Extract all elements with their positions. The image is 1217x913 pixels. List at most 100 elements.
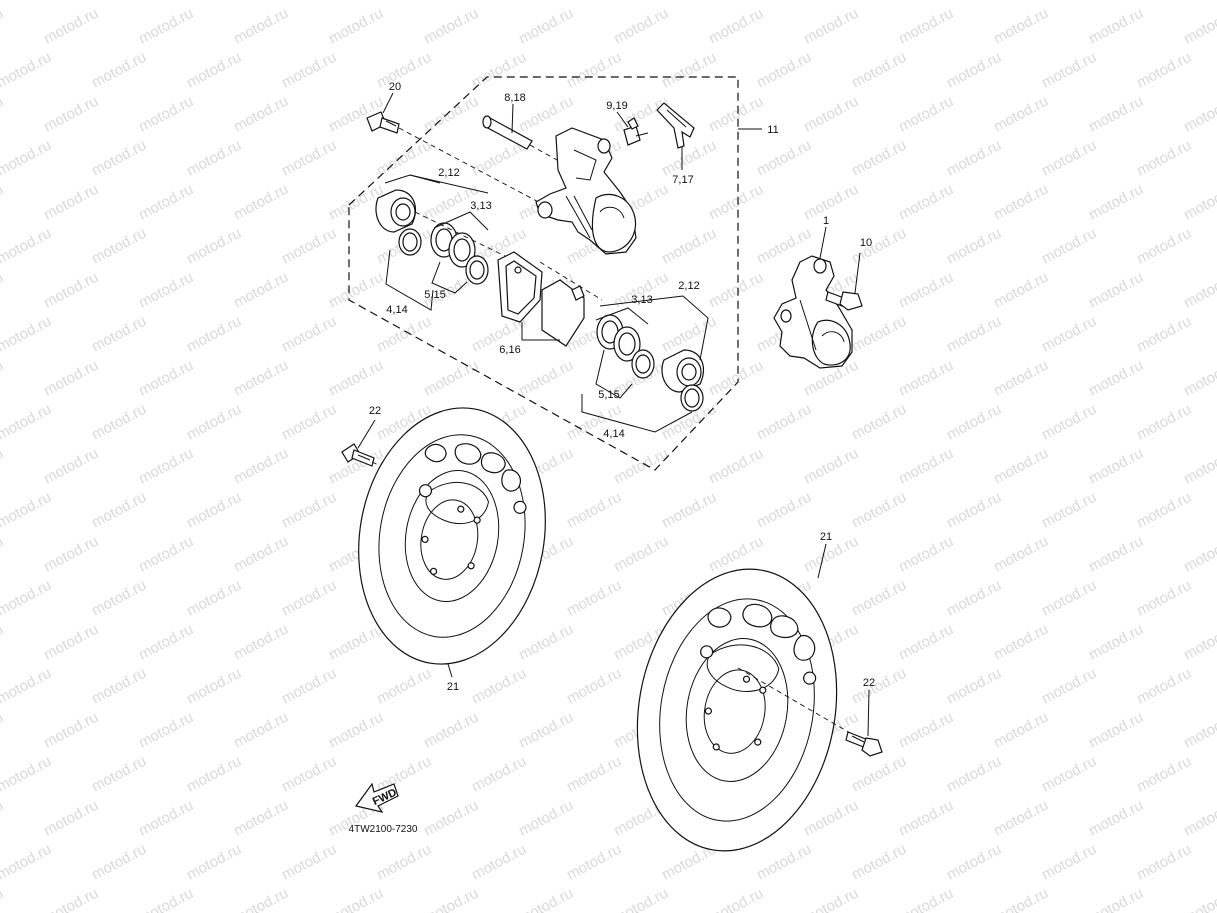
watermark-text: motod.ru <box>706 181 766 224</box>
callout-11: 11 <box>767 124 778 136</box>
watermark-text: motod.ru <box>1086 269 1146 312</box>
fwd-arrow-icon <box>354 782 399 813</box>
watermark-text: motod.ru <box>991 5 1051 48</box>
callout-5-15-left: 5,15 <box>424 289 445 301</box>
diagram-part-code: 4TW2100-7230 <box>349 824 418 835</box>
callout-22-upper: 22 <box>369 405 381 417</box>
watermark-text: motod.ru <box>469 841 529 884</box>
watermark-text: motod.ru <box>41 93 101 136</box>
watermark-text: motod.ru <box>136 621 196 664</box>
watermark-text: motod.ru <box>421 93 481 136</box>
caliper-body <box>535 127 637 255</box>
watermark-text: motod.ru <box>896 5 956 48</box>
watermark-text: motod.ru <box>1181 797 1217 840</box>
watermark-text: motod.ru <box>89 49 149 92</box>
watermark-text: motod.ru <box>1086 93 1146 136</box>
leader-21-left <box>447 663 453 678</box>
watermark-text: motod.ru <box>231 93 291 136</box>
brake-disc-left <box>358 407 546 665</box>
bracket-5-15-right <box>595 349 633 399</box>
watermark-text: motod.ru <box>896 885 956 913</box>
bolt-20 <box>366 111 400 134</box>
watermark-text: motod.ru <box>991 445 1051 488</box>
assembly-boundary <box>348 76 739 471</box>
watermark-text: motod.ru <box>849 49 909 92</box>
bolt-22-lower <box>845 731 883 757</box>
watermark-text: motod.ru <box>516 709 576 752</box>
bracket-3-13-right <box>595 307 649 325</box>
watermark-text: motod.ru <box>89 577 149 620</box>
watermark-text: motod.ru <box>516 357 576 400</box>
watermark-text: motod.ru <box>184 313 244 356</box>
watermark-text: motod.ru <box>849 137 909 180</box>
watermark-text: motod.ru <box>89 137 149 180</box>
caliper-assembled <box>773 255 853 369</box>
watermark-text: motod.ru <box>1181 93 1217 136</box>
watermark-text: motod.ru <box>1086 885 1146 913</box>
callout-21-right: 21 <box>820 531 832 543</box>
watermark-text: motod.ru <box>1181 621 1217 664</box>
watermark-text: motod.ru <box>279 665 339 708</box>
watermark-text: motod.ru <box>41 533 101 576</box>
watermark-text: motod.ru <box>184 401 244 444</box>
callout-10: 10 <box>860 237 872 249</box>
watermark-text: motod.ru <box>41 709 101 752</box>
watermark-text: motod.ru <box>326 709 386 752</box>
piston-seal-right <box>680 384 704 412</box>
watermark-text: motod.ru <box>564 577 624 620</box>
watermark-text: motod.ru <box>706 885 766 913</box>
watermark-text: motod.ru <box>896 445 956 488</box>
watermark-text: motod.ru <box>706 5 766 48</box>
watermark-text: motod.ru <box>279 753 339 796</box>
watermark-text: motod.ru <box>754 0 814 4</box>
watermark-text: motod.ru <box>896 709 956 752</box>
watermark-text: motod.ru <box>564 665 624 708</box>
watermark-text: motod.ru <box>849 313 909 356</box>
watermark-text: motod.ru <box>0 401 54 444</box>
brake-pad-outer <box>541 279 585 347</box>
watermark-text: motod.ru <box>659 489 719 532</box>
watermark-text: motod.ru <box>1134 225 1194 268</box>
leader-22-upper <box>357 419 376 449</box>
watermark-text: motod.ru <box>516 797 576 840</box>
watermark-text: motod.ru <box>231 357 291 400</box>
watermark-text: motod.ru <box>89 401 149 444</box>
watermark-text: motod.ru <box>421 797 481 840</box>
watermark-text: motod.ru <box>516 885 576 913</box>
watermark-text: motod.ru <box>896 357 956 400</box>
watermark-text: motod.ru <box>0 841 54 884</box>
watermark-text: motod.ru <box>896 797 956 840</box>
watermark-text: motod.ru <box>1134 489 1194 532</box>
watermark-text: motod.ru <box>136 797 196 840</box>
callout-8-18: 8,18 <box>504 92 525 104</box>
watermark-text: motod.ru <box>944 313 1004 356</box>
watermark-text: motod.ru <box>896 93 956 136</box>
watermark-text: motod.ru <box>754 49 814 92</box>
watermark-text: motod.ru <box>421 709 481 752</box>
watermark-text: motod.ru <box>659 49 719 92</box>
bracket-3-13-left <box>433 211 489 231</box>
watermark-text: motod.ru <box>991 181 1051 224</box>
watermark-text: motod.ru <box>326 5 386 48</box>
watermark-text: motod.ru <box>849 665 909 708</box>
watermark-text: motod.ru <box>41 621 101 664</box>
watermark-text: motod.ru <box>1134 49 1194 92</box>
watermark-text: motod.ru <box>1086 621 1146 664</box>
pad-spring-7-17 <box>656 102 695 149</box>
watermark-text: motod.ru <box>136 181 196 224</box>
watermark-text: motod.ru <box>89 225 149 268</box>
seal-kit-left <box>430 222 489 285</box>
watermark-text: motod.ru <box>944 49 1004 92</box>
watermark-text: motod.ru <box>1086 181 1146 224</box>
callout-22-lower: 22 <box>863 677 875 689</box>
watermark-text: motod.ru <box>469 665 529 708</box>
watermark-text: motod.ru <box>1086 533 1146 576</box>
callout-3-13-left: 3,13 <box>470 200 491 212</box>
bleed-screw-9-19 <box>623 117 649 146</box>
watermark-text: motod.ru <box>279 225 339 268</box>
watermark-text: motod.ru <box>1134 401 1194 444</box>
watermark-text: motod.ru <box>659 0 719 4</box>
watermark-text: motod.ru <box>89 665 149 708</box>
watermark-text: motod.ru <box>136 533 196 576</box>
